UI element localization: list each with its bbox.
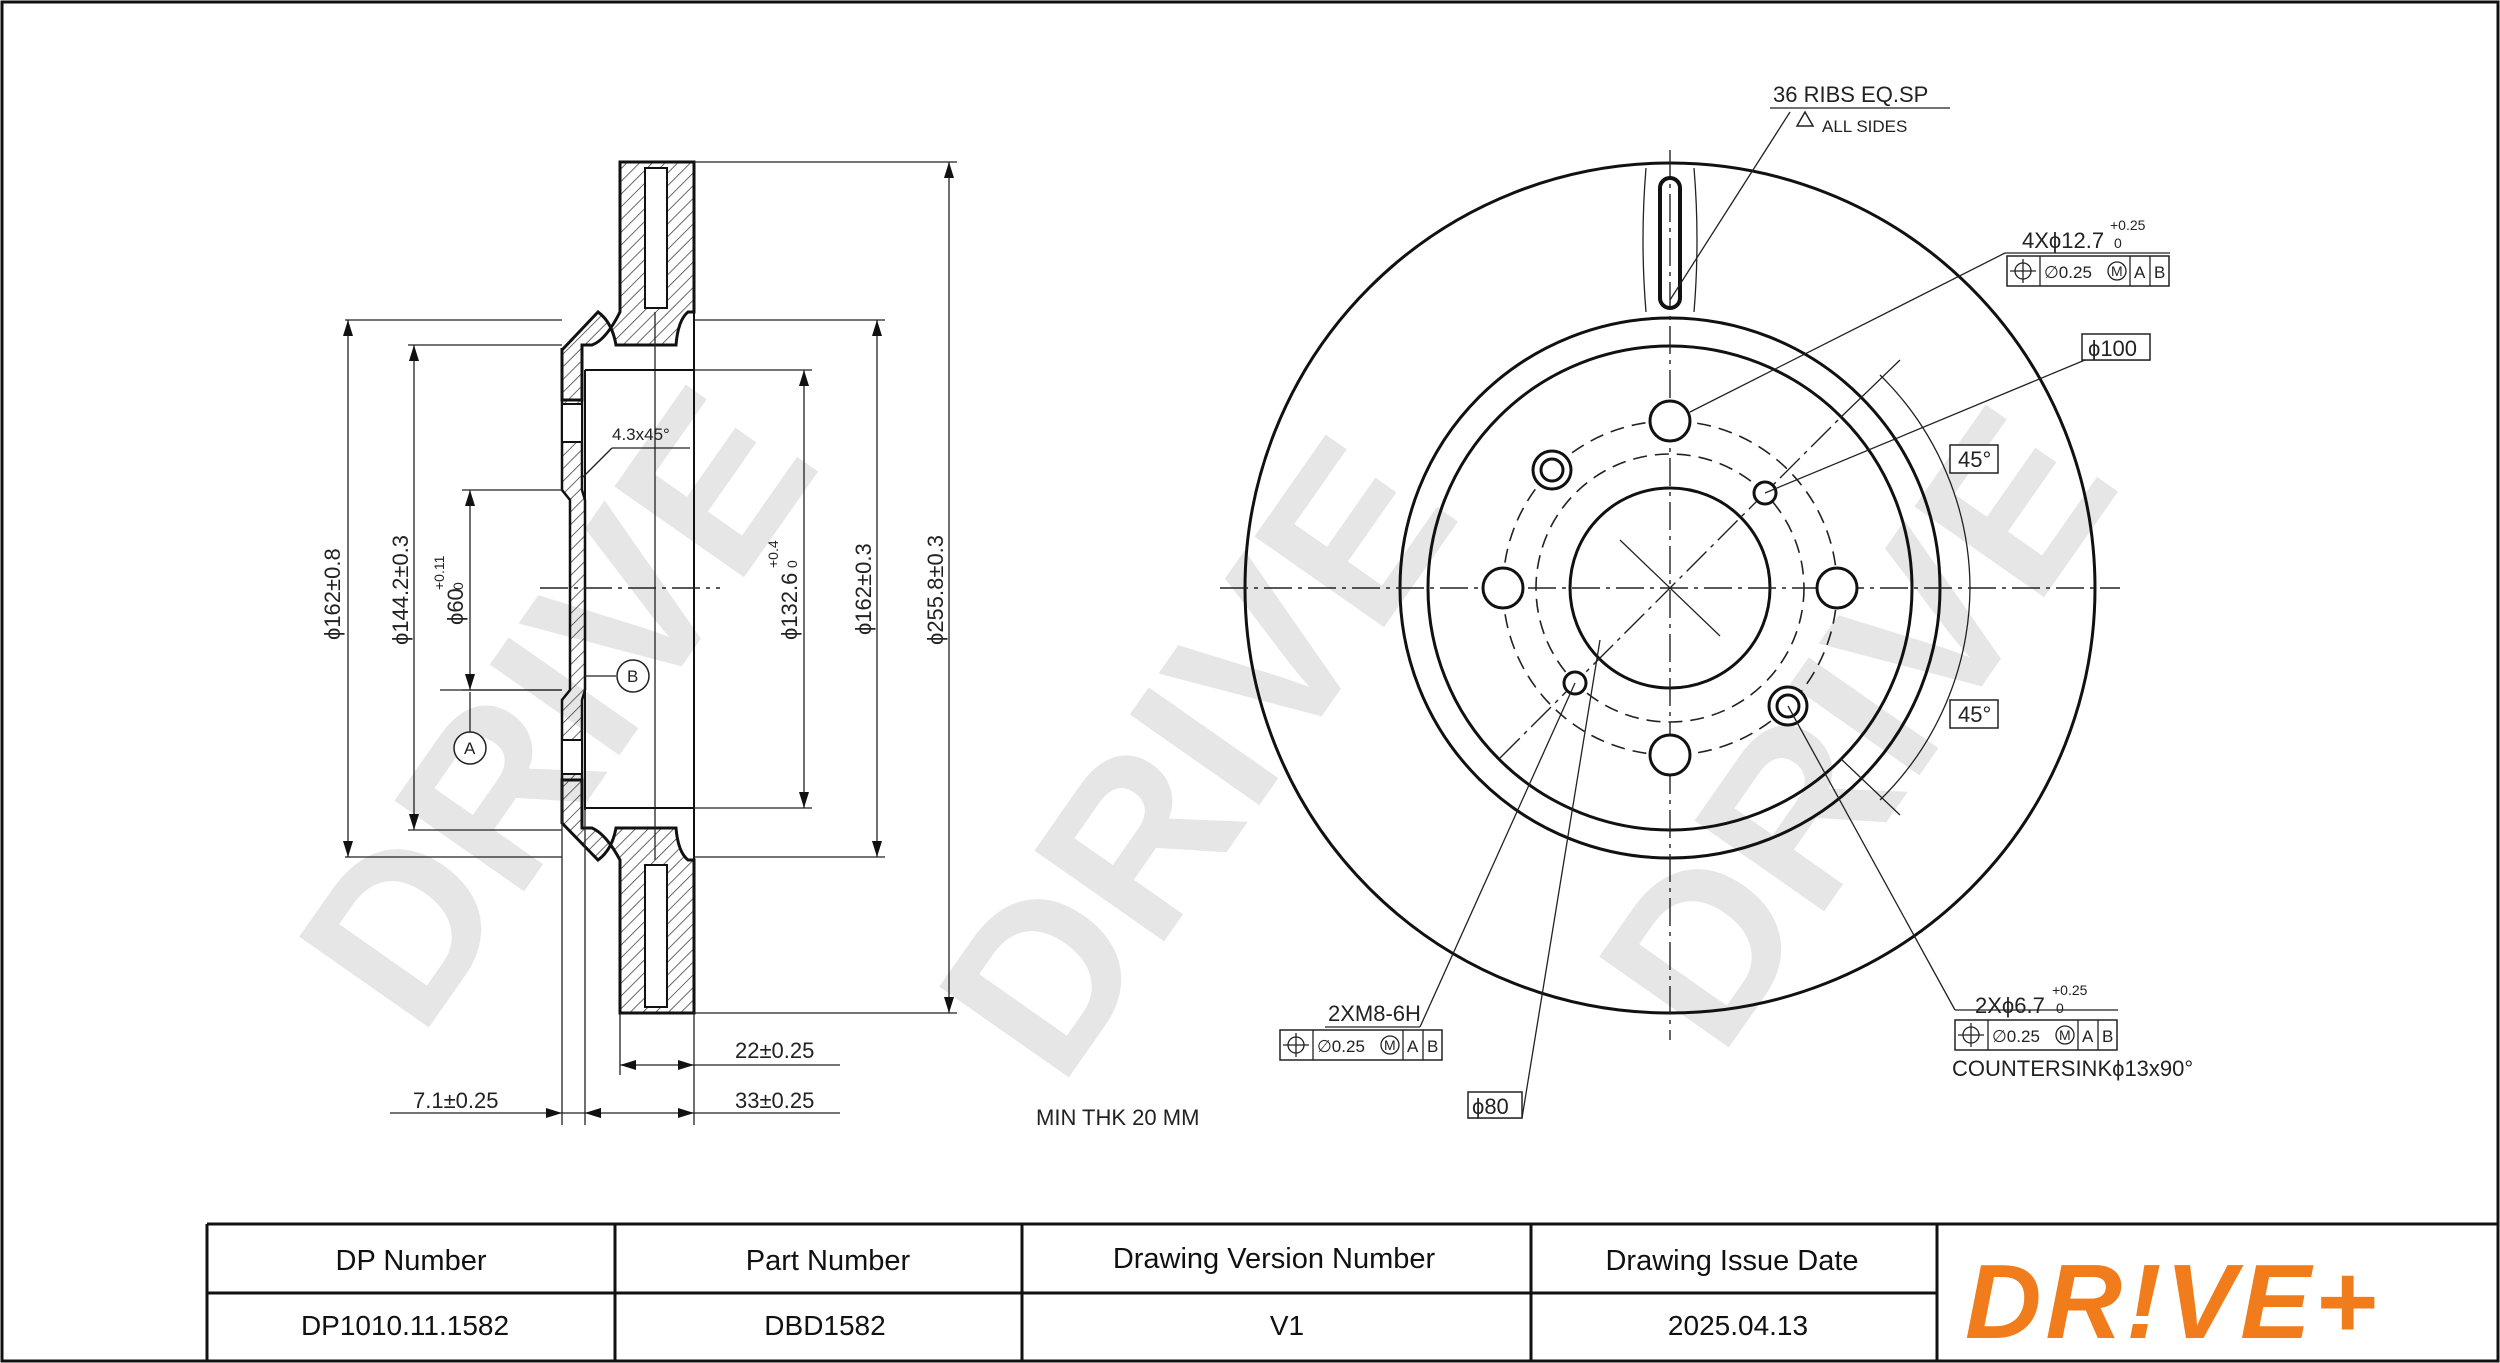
- holes-4x-label: 4Xϕ12.7: [2022, 228, 2104, 253]
- stud-hole-lower: [561, 739, 583, 775]
- dim-33: 33±0.25: [735, 1088, 814, 1113]
- pcd-100-box: ϕ100: [2081, 333, 2151, 361]
- side-section-view: ϕ162±0.8 ϕ144.2±0.3 ϕ60 +0.11 0 A B 4.3x…: [320, 160, 1199, 1130]
- angle-top-box: 45°: [1949, 444, 1999, 474]
- rib-slot: [1658, 176, 1682, 310]
- countersink-label: COUNTERSINKϕ13x90°: [1952, 1056, 2193, 1081]
- value-issue-date: 2025.04.13: [1668, 1310, 1808, 1341]
- value-dp-number: DP1010.11.1582: [301, 1310, 509, 1341]
- holes-4x-tol-upper: +0.25: [2110, 217, 2146, 233]
- angle-bottom-box: 45°: [1949, 699, 1999, 729]
- dim-132-6: ϕ132.6: [777, 573, 802, 640]
- watermark-left: DRIVE: [250, 345, 864, 1068]
- fcf-1-mod: M: [2111, 263, 2123, 279]
- fcf-2-mod: M: [1384, 1037, 1396, 1053]
- min-thk-label: MIN THK 20 MM: [1036, 1105, 1199, 1130]
- dim-22: 22±0.25: [735, 1038, 814, 1063]
- header-part-number: Part Number: [746, 1245, 911, 1277]
- holes-2x-tol-lower: 0: [2056, 1000, 2064, 1016]
- dim-144-2: ϕ144.2±0.3: [388, 535, 413, 645]
- fcf-1-a: A: [2134, 263, 2146, 282]
- pcd-80-box: ϕ80: [1467, 1091, 1523, 1119]
- holes-4x-tol-lower: 0: [2114, 235, 2122, 251]
- dim-60-tol-upper: +0.11: [431, 555, 447, 590]
- vane-gap-lower: [644, 864, 668, 1008]
- hub-plate: [560, 398, 587, 782]
- stud-hole-bottom: [1648, 733, 1692, 777]
- fcf-1: ∅0.25 M A B: [2006, 255, 2170, 287]
- stud-hole-upper: [561, 403, 583, 443]
- dim-162-08: ϕ162±0.8: [320, 548, 345, 640]
- fcf-3-b: B: [2102, 1027, 2113, 1046]
- angle-top: 45°: [1958, 447, 1991, 472]
- thread-label: 2XM8-6H: [1328, 1001, 1421, 1026]
- countersink-hole-top-left: [1531, 449, 1573, 491]
- header-version: Drawing Version Number: [1113, 1243, 1436, 1275]
- fcf-2-a: A: [1407, 1037, 1419, 1056]
- fcf-2-tol: ∅0.25: [1317, 1037, 1365, 1056]
- fcf-3: ∅0.25 M A B: [1954, 1019, 2118, 1051]
- dim-132-6-tol-upper: +0.4: [765, 540, 781, 568]
- dim-255-8: ϕ255.8±0.3: [923, 535, 948, 645]
- pcd-100-label: ϕ100: [2088, 336, 2137, 361]
- drive-logo: DR!VE+: [1965, 1243, 2381, 1361]
- ribs-label: 36 RIBS EQ.SP: [1773, 82, 1928, 107]
- holes-2x-tol-upper: +0.25: [2052, 982, 2088, 998]
- holes-2x-label: 2Xϕ6.7: [1975, 993, 2045, 1018]
- stud-hole-top: [1648, 399, 1692, 443]
- angle-bottom: 45°: [1958, 702, 1991, 727]
- fcf-1-b: B: [2154, 263, 2165, 282]
- fcf-3-mod: M: [2059, 1027, 2071, 1043]
- stud-hole-left: [1481, 566, 1525, 610]
- title-block: DP Number Part Number Drawing Version Nu…: [205, 1222, 2498, 1361]
- chamfer-label: 4.3x45°: [612, 425, 670, 444]
- dim-60-tol-lower: 0: [450, 582, 466, 590]
- dim-132-6-tol-lower: 0: [784, 560, 800, 568]
- stud-hole-right: [1815, 566, 1859, 610]
- value-version: V1: [1270, 1310, 1304, 1341]
- header-issue-date: Drawing Issue Date: [1605, 1245, 1858, 1277]
- datum-a-label: A: [464, 739, 476, 758]
- fcf-3-a: A: [2082, 1027, 2094, 1046]
- all-sides-label: ALL SIDES: [1822, 117, 1907, 136]
- front-view: 36 RIBS EQ.SP ALL SIDES 4Xϕ12.7 +0.25 0 …: [1220, 82, 2193, 1119]
- datum-b-circle: [616, 659, 650, 693]
- dim-60: ϕ60: [443, 588, 468, 625]
- fcf-2-b: B: [1427, 1037, 1438, 1056]
- dim-162-03: ϕ162±0.3: [851, 543, 876, 635]
- fcf-3-tol: ∅0.25: [1992, 1027, 2040, 1046]
- pcd-80-label: ϕ80: [1472, 1094, 1509, 1119]
- vane-gap-upper: [644, 167, 668, 309]
- datum-b-label: B: [627, 667, 638, 686]
- dim-7-1: 7.1±0.25: [413, 1088, 498, 1113]
- header-dp-number: DP Number: [336, 1245, 487, 1277]
- value-part-number: DBD1582: [764, 1310, 885, 1341]
- fcf-1-tol: ∅0.25: [2044, 263, 2092, 282]
- fcf-2: ∅0.25 M A B: [1279, 1029, 1443, 1061]
